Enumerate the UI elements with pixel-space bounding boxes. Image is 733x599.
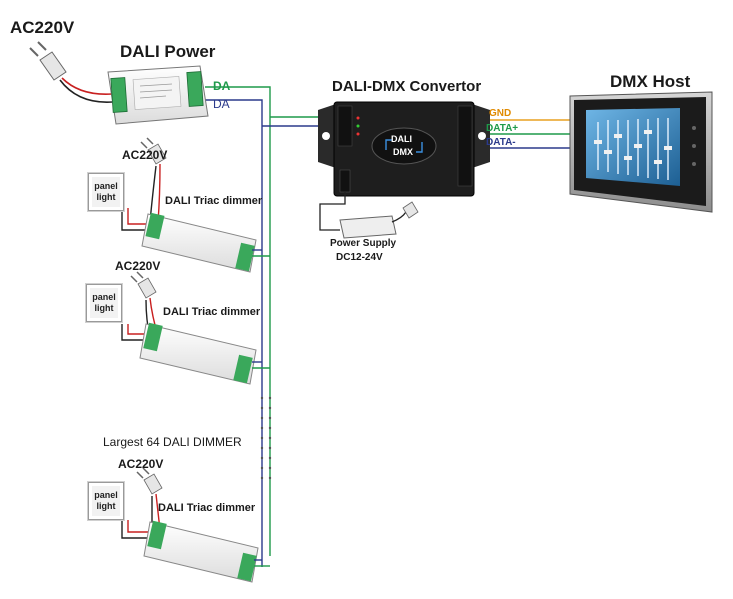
dimmer-2-label: DALI Triac dimmer [163, 306, 261, 318]
dimmer-row-1 [121, 137, 270, 273]
bus-continuation-dots [260, 396, 272, 480]
dali-bus-wires [205, 86, 338, 567]
power-supply-unit [319, 192, 419, 239]
dimmer-3-label: DALI Triac dimmer [158, 502, 256, 514]
power-supply-label: Power Supply [330, 238, 397, 249]
da-negative-wire [205, 99, 263, 567]
data-negative-label: DATA- [486, 137, 516, 148]
dali-power-module [107, 65, 209, 125]
power-supply-voltage: DC12-24V [336, 252, 383, 263]
dimmer-1-label: DALI Triac dimmer [165, 195, 263, 207]
data-positive-label: DATA+ [486, 123, 519, 134]
gnd-label: GND [489, 108, 512, 119]
convertor-logo-dmx: DMX [393, 147, 413, 157]
dmx-host-title: DMX Host [610, 72, 691, 91]
ac-main-label: AC220V [10, 18, 75, 37]
dmx-host-panel [569, 91, 713, 213]
dimmer-2-ac-label: AC220V [115, 259, 161, 273]
dimmer-1-ac-label: AC220V [122, 148, 168, 162]
da-positive-wire [205, 86, 271, 556]
dimmer-row-3 [121, 467, 270, 583]
dimmer-3-ac-label: AC220V [118, 457, 164, 471]
dimmer-row-2 [121, 271, 270, 385]
convertor-unit [318, 101, 490, 197]
ac-plug-main [29, 41, 113, 103]
da-negative-label: DA [213, 97, 230, 111]
max-dimmer-note: Largest 64 DALI DIMMER [103, 435, 242, 449]
convertor-title: DALI-DMX Convertor [332, 78, 482, 95]
dali-power-title: DALI Power [120, 42, 216, 61]
da-positive-label: DA [213, 79, 231, 93]
convertor-logo-dali: DALI [391, 134, 412, 144]
